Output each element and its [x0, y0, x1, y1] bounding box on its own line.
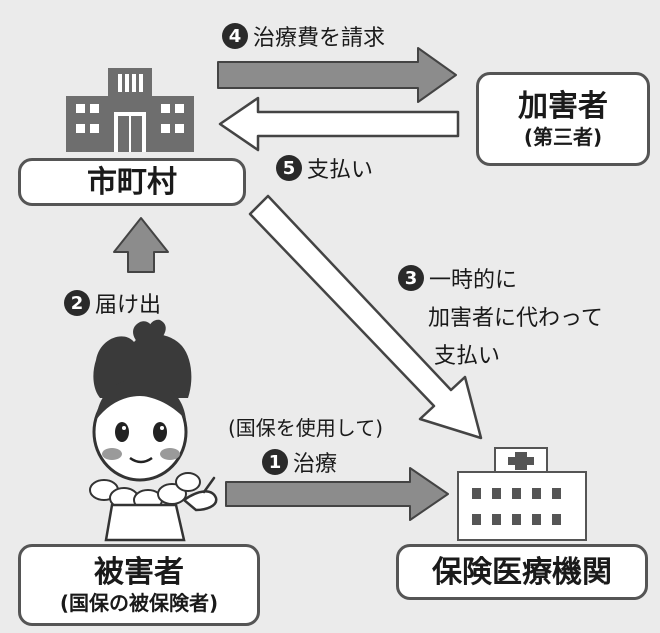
hospital-icon [457, 447, 587, 541]
perpetrator-sublabel: (第三者) [523, 124, 603, 149]
step-4-label: 4 治療費を請求 [222, 20, 385, 52]
step-2-text: 届け出 [95, 293, 162, 318]
step-4-number: 4 [222, 23, 248, 49]
step-1-number: 1 [262, 449, 288, 475]
step-1-text: 治療 [293, 452, 338, 477]
arrow-2-notification [113, 217, 169, 273]
step-3-number: 3 [398, 265, 424, 291]
step-5-text: 支払い [307, 158, 374, 183]
arrow-3-temporary-payment [248, 194, 483, 440]
step-2-label: 2 届け出 [64, 287, 161, 319]
perpetrator-label: 加害者 [518, 88, 608, 124]
victim-box: 被害者 (国保の被保険者) [18, 544, 260, 626]
step-3-line-3: 支払い [434, 344, 501, 369]
victim-label: 被害者 [94, 554, 184, 590]
perpetrator-box: 加害者 (第三者) [476, 72, 650, 166]
arrow-4-claim [217, 47, 457, 103]
municipality-box: 市町村 [18, 158, 246, 206]
step-3-line-1: 一時的に [429, 268, 518, 293]
step-2-number: 2 [64, 290, 90, 316]
step-3-line-2: 加害者に代わって [428, 306, 603, 331]
mascot-character-icon [89, 319, 218, 542]
medical-institution-label: 保険医療機関 [432, 554, 612, 590]
step-1-note: (国保を使用して) [228, 416, 384, 440]
arrow-1-treatment [225, 467, 449, 521]
city-hall-icon [66, 68, 194, 152]
municipality-label: 市町村 [87, 164, 177, 200]
step-1-label: 1 治療 [262, 446, 337, 478]
step-4-text: 治療費を請求 [253, 26, 386, 51]
step-3-label: 3 一時的に [398, 262, 517, 294]
step-5-label: 5 支払い [276, 152, 373, 184]
step-5-number: 5 [276, 155, 302, 181]
arrow-5-payment [218, 96, 460, 152]
medical-institution-box: 保険医療機関 [396, 544, 648, 600]
victim-sublabel: (国保の被保険者) [59, 590, 219, 615]
